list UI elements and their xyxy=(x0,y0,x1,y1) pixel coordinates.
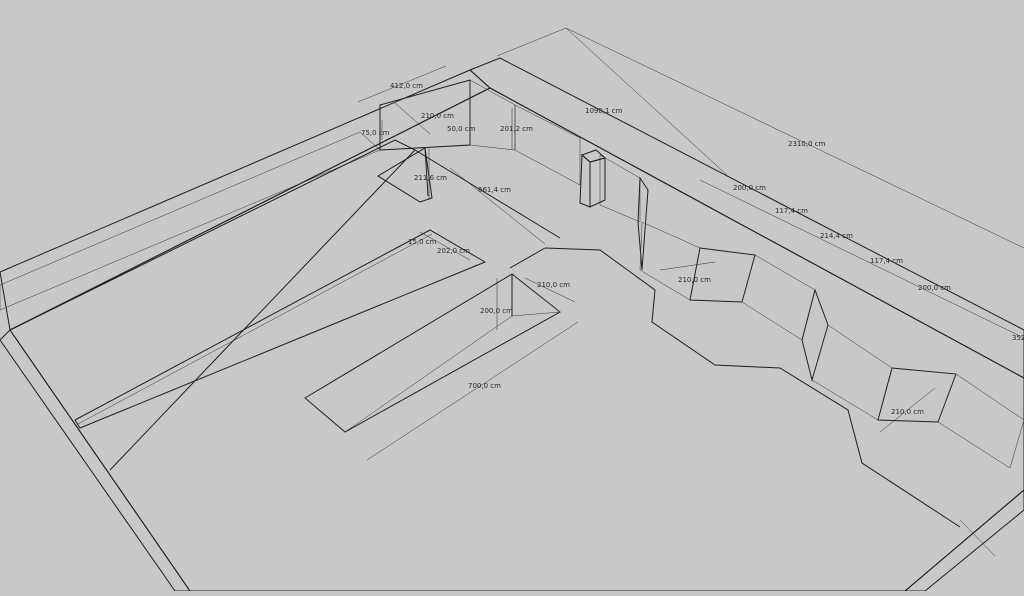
wall-jamb-dark-2 xyxy=(801,288,829,382)
dim-overall-length: 2310,0 cm xyxy=(788,140,826,148)
dim-50: 50,0 cm xyxy=(447,125,476,133)
void-upper[interactable] xyxy=(377,147,433,203)
wall-face-back-4 xyxy=(639,221,701,301)
dim-75: 75,0 cm xyxy=(361,129,390,137)
dim-200-b: 200,0 cm xyxy=(918,284,951,292)
dim-214-4: 214,4 cm xyxy=(820,232,853,240)
dim-210-opening-1: 210,0 cm xyxy=(678,276,711,284)
dim-segment-1098: 1098,1 cm xyxy=(585,107,623,115)
dim-352: 352, xyxy=(1012,334,1024,342)
wall-face-back-6 xyxy=(811,324,893,421)
perimeter-wall-right[interactable] xyxy=(469,57,1024,469)
dim-211-6: 211,6 cm xyxy=(414,174,447,182)
column-block[interactable] xyxy=(579,149,607,208)
dim-117-4-b: 117,4 cm xyxy=(870,257,903,265)
wall-face-back-2 xyxy=(514,104,581,186)
floor-surface[interactable] xyxy=(9,87,1024,592)
wall-top-right[interactable] xyxy=(469,57,1024,379)
dimension-labels: 2310,0 cm 1098,1 cm 412,0 cm 210,0 cm 75… xyxy=(361,82,1024,416)
dim-15: 15,0 cm xyxy=(408,238,437,246)
dim-202: 202,0 cm xyxy=(437,247,470,255)
dim-210-opening-2: 210,0 cm xyxy=(891,408,924,416)
dimension-lines xyxy=(357,27,1024,557)
floor-slab[interactable] xyxy=(9,87,1024,592)
dim-210-pit: 210,0 cm xyxy=(537,281,570,289)
wall-face-left-inner xyxy=(0,131,381,311)
interior-outline xyxy=(9,139,961,528)
wall-front-right-face xyxy=(903,489,1024,592)
slot-narrow[interactable] xyxy=(74,229,487,429)
dim-200-a: 200,0 cm xyxy=(733,184,766,192)
opening-1[interactable] xyxy=(689,247,756,303)
wall-front-left-face xyxy=(0,329,191,592)
dim-210-top: 210,0 cm xyxy=(421,112,454,120)
dim-700: 700,0 cm xyxy=(468,382,501,390)
pit-opening[interactable] xyxy=(304,273,561,433)
dim-117-4-a: 117,4 cm xyxy=(775,207,808,215)
perimeter-wall-front[interactable] xyxy=(0,329,1024,592)
wall-face-back-5 xyxy=(741,254,816,341)
dim-661-4: 661,4 cm xyxy=(478,186,511,194)
wall-face-back-3 xyxy=(599,154,641,223)
dim-200-pit: 200,0 cm xyxy=(480,307,513,315)
wall-face-back-1 xyxy=(469,79,516,151)
wall-jamb-dark-1 xyxy=(637,176,649,271)
wall-face-back-7 xyxy=(937,373,1024,469)
dim-412: 412,0 cm xyxy=(390,82,423,90)
dim-201-2: 201,2 cm xyxy=(500,125,533,133)
